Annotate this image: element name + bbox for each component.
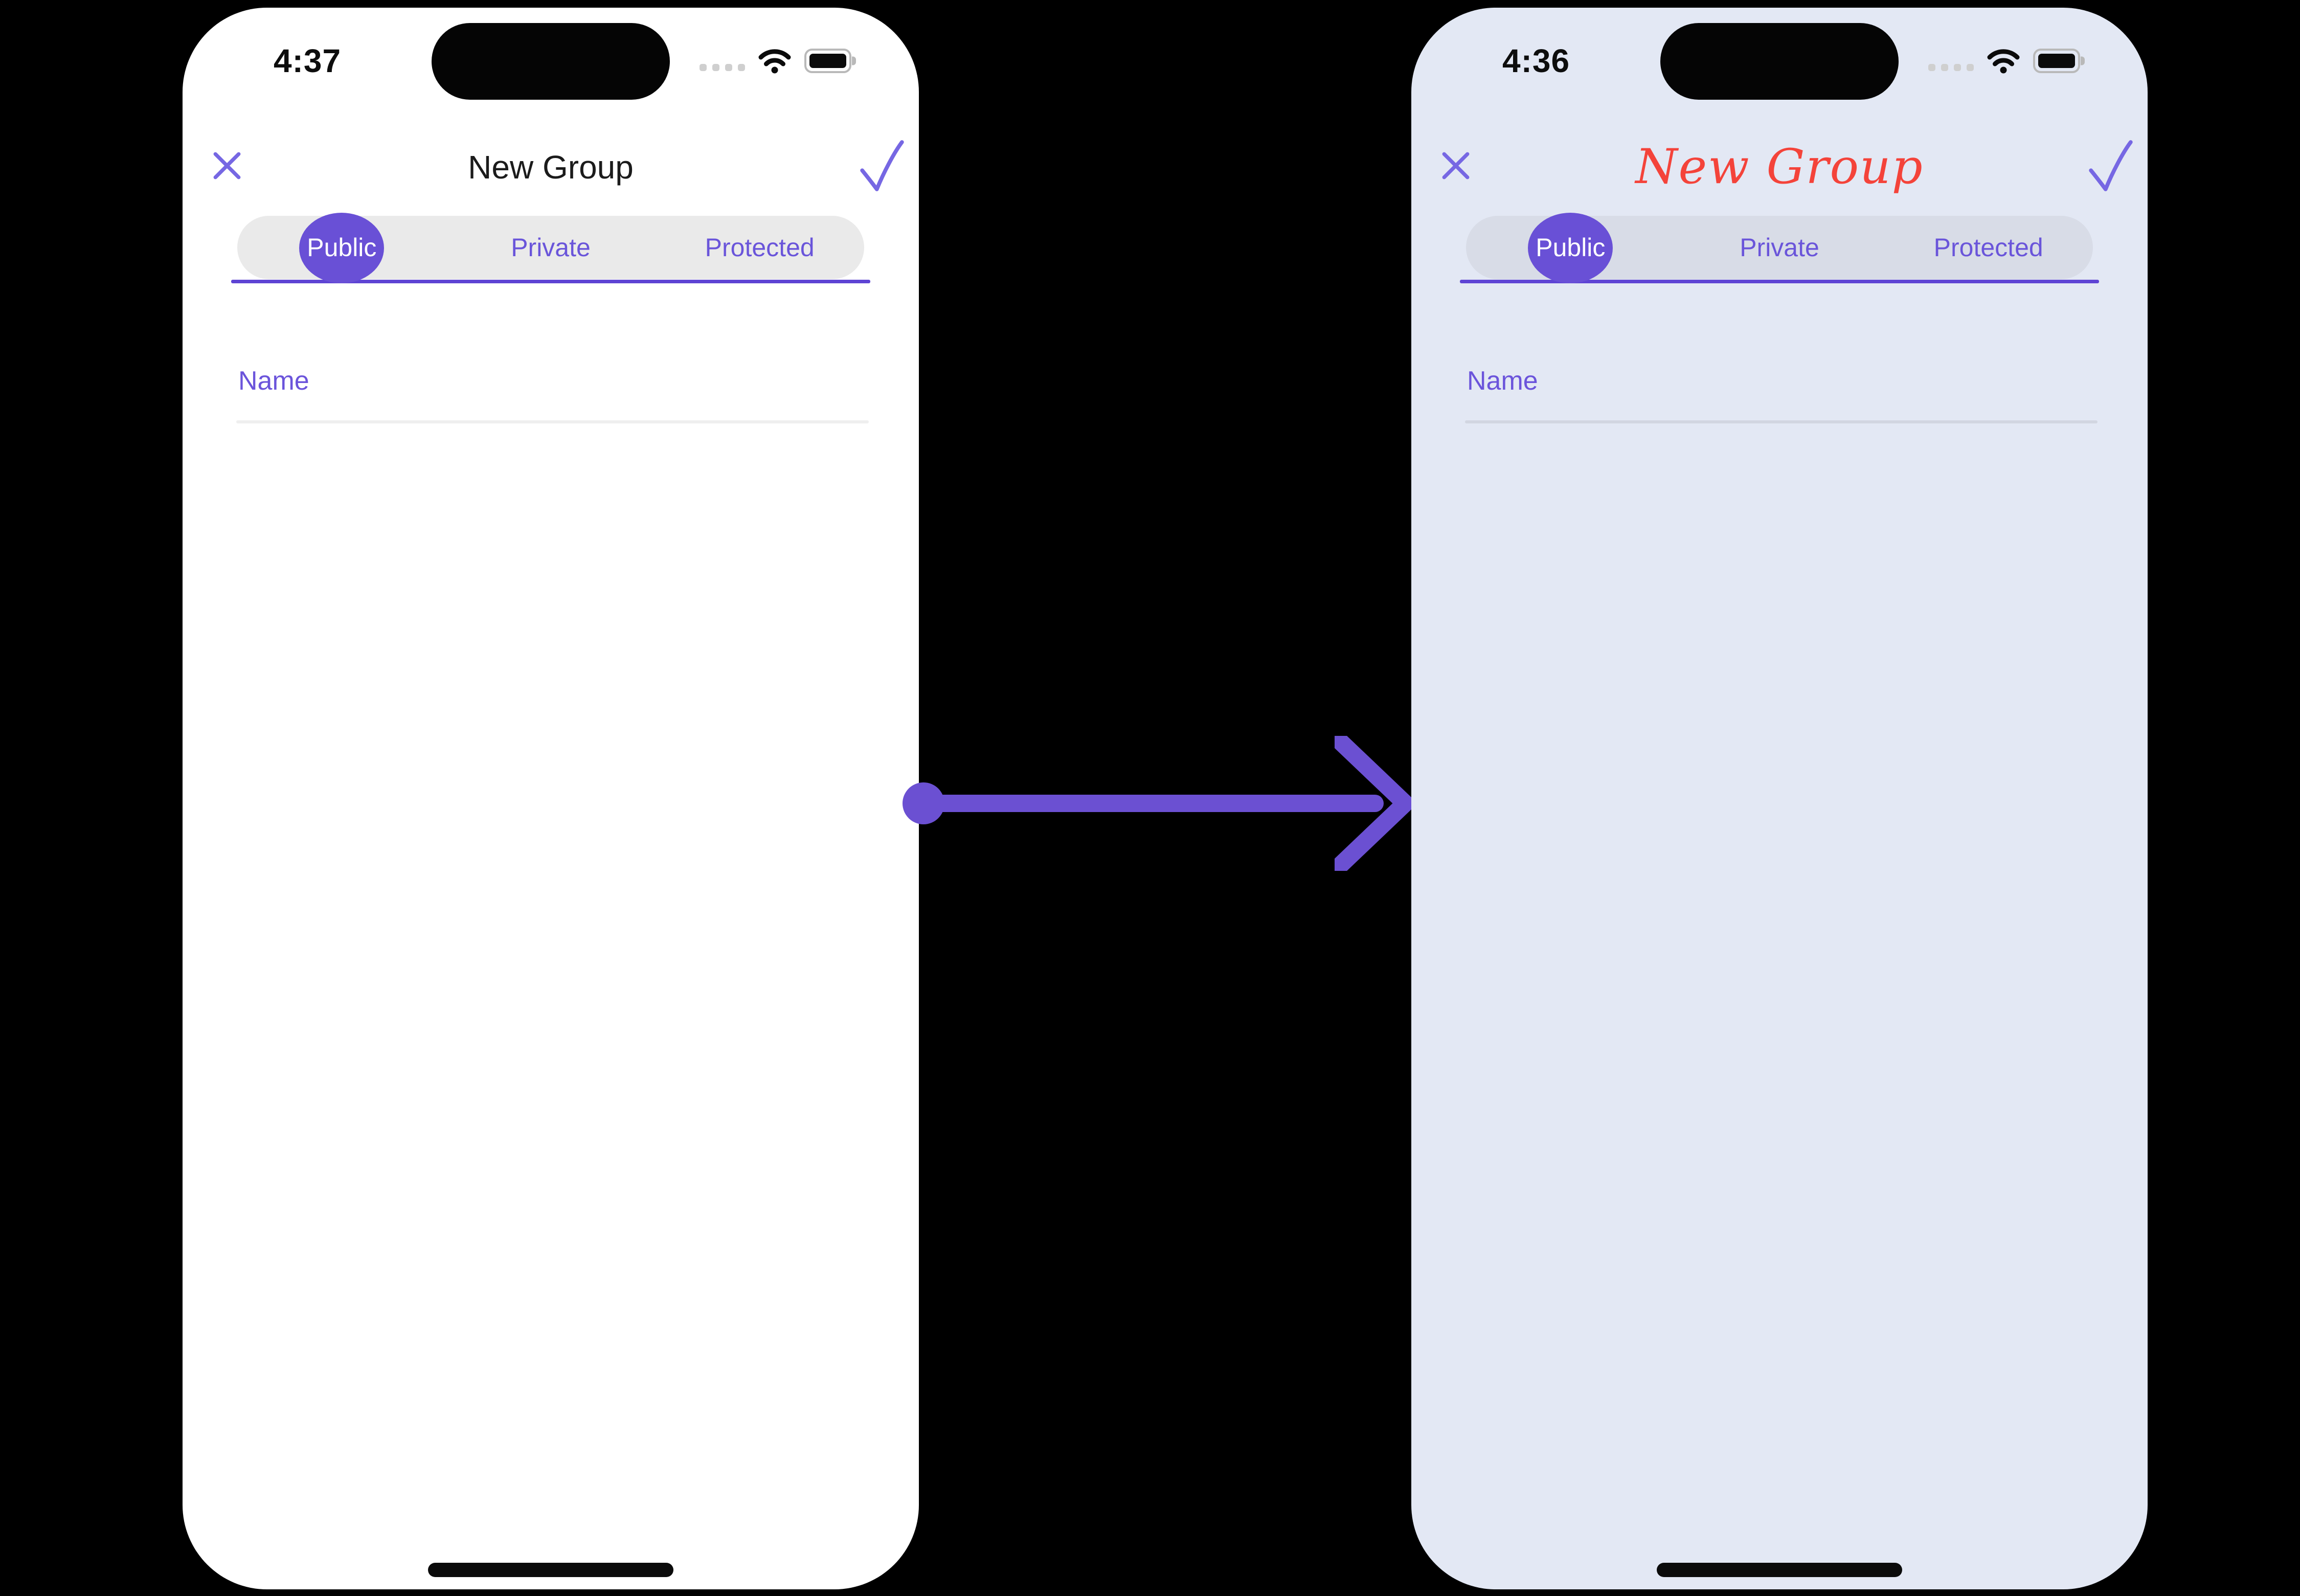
tabs-underline [231, 280, 870, 283]
confirm-button[interactable] [860, 139, 905, 193]
dynamic-island [432, 23, 670, 100]
phone-after: 4:36 New Group [1411, 8, 2148, 1589]
phone-before: 4:37 New Group [183, 8, 919, 1589]
visibility-segmented-control: Public Private Protected [1460, 213, 2099, 297]
close-button[interactable] [212, 151, 242, 181]
tab-public[interactable]: Public [1466, 216, 1675, 279]
name-placeholder: Name [1467, 366, 1538, 396]
cellular-dots-icon [1928, 64, 1974, 71]
tab-public[interactable]: Public [237, 216, 446, 279]
home-indicator[interactable] [428, 1563, 673, 1577]
name-placeholder: Name [238, 366, 309, 396]
cellular-dots-icon [700, 64, 745, 71]
status-bar: 4:37 [183, 36, 919, 85]
status-time: 4:36 [1502, 42, 1570, 79]
status-icons [1928, 48, 2085, 74]
arrow-head-icon [1335, 736, 1411, 871]
nav-bar: New Group [1411, 137, 2148, 198]
battery-icon [804, 49, 856, 73]
tab-private[interactable]: Private [446, 216, 656, 279]
name-input[interactable]: Name [236, 361, 869, 423]
status-icons [700, 48, 856, 74]
tab-private[interactable]: Private [1675, 216, 1884, 279]
selected-tab-indicator [299, 213, 384, 283]
page-title: New Group [468, 149, 634, 186]
tab-protected[interactable]: Protected [1884, 216, 2093, 279]
tab-protected[interactable]: Protected [655, 216, 864, 279]
name-field-underline [236, 420, 869, 423]
selected-tab-indicator [1528, 213, 1613, 283]
tabs-underline [1460, 280, 2099, 283]
close-button[interactable] [1441, 151, 1471, 181]
page-title: New Group [1635, 139, 1924, 195]
confirm-button[interactable] [2088, 139, 2133, 193]
arrow-line [923, 795, 1384, 812]
wifi-icon [1987, 49, 2020, 74]
home-indicator[interactable] [1657, 1563, 1902, 1577]
visibility-segmented-control: Public Private Protected [231, 213, 870, 297]
battery-icon [2033, 49, 2085, 73]
dynamic-island [1660, 23, 1899, 100]
name-input[interactable]: Name [1465, 361, 2098, 423]
name-field-underline [1465, 420, 2098, 423]
status-bar: 4:36 [1411, 36, 2148, 85]
status-time: 4:37 [274, 42, 342, 79]
wifi-icon [758, 49, 791, 74]
nav-bar: New Group [183, 137, 919, 198]
